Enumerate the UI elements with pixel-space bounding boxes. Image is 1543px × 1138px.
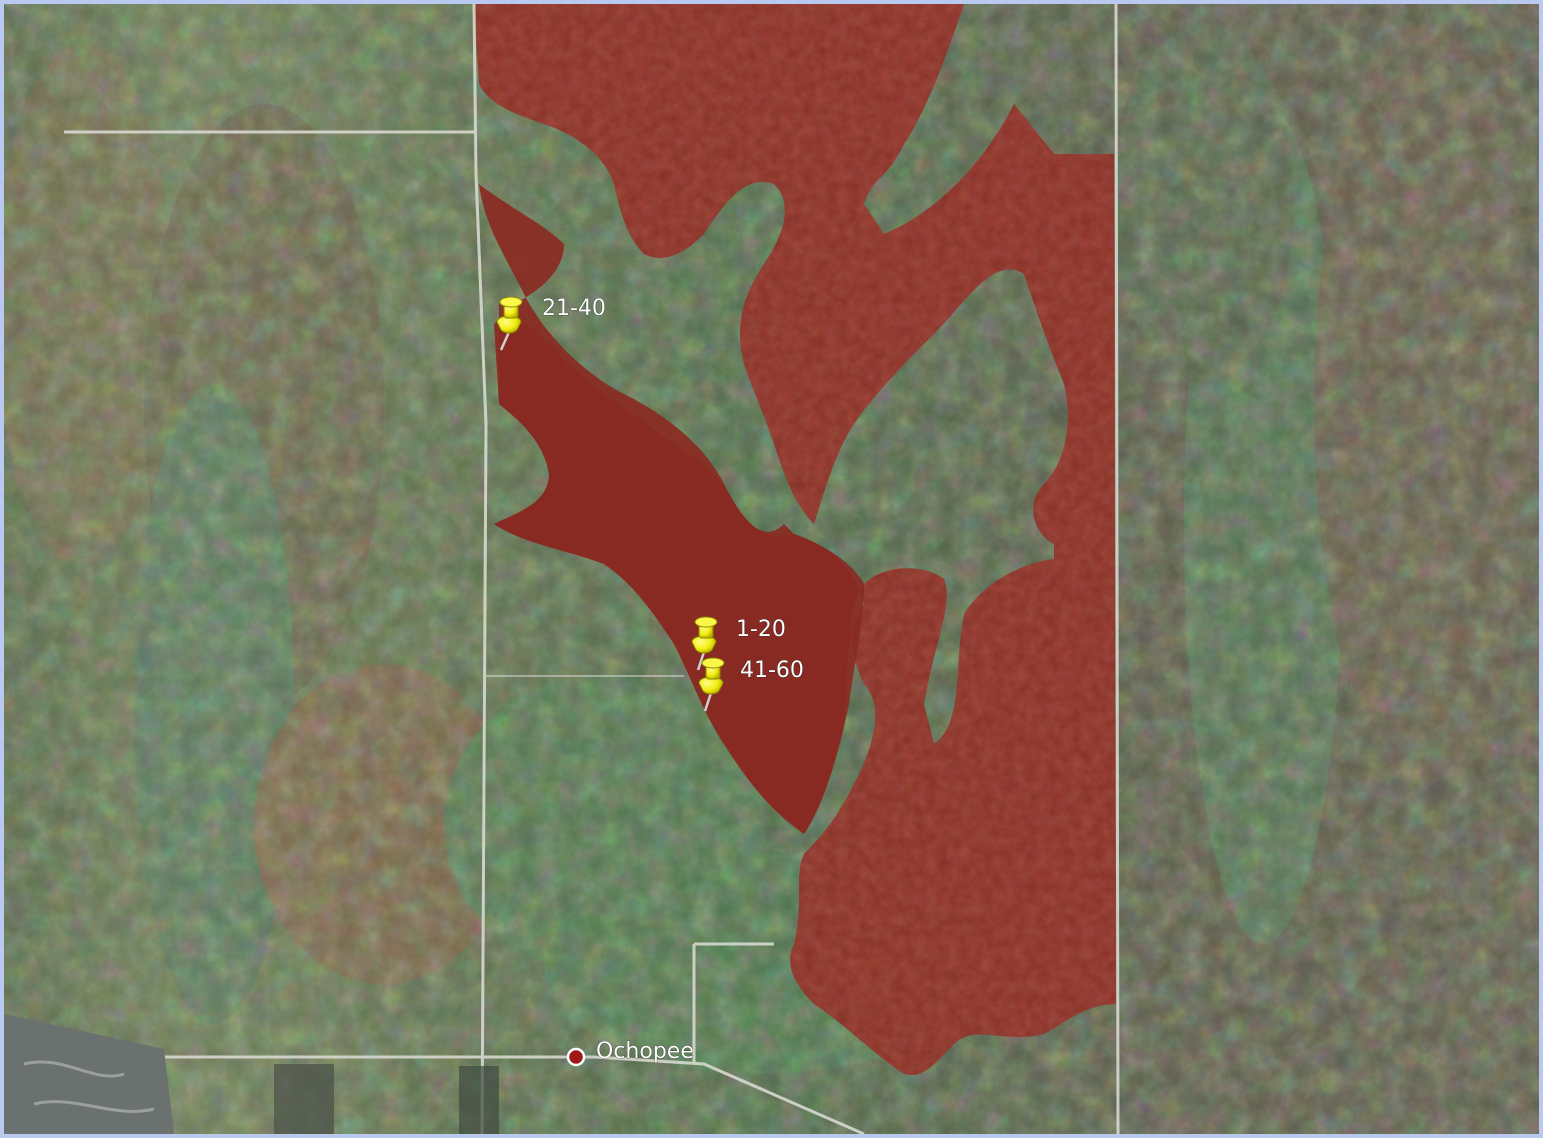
pushpin-needle-icon — [703, 692, 713, 712]
urban-patch — [4, 1014, 499, 1134]
pushpin-icon — [691, 616, 718, 654]
pin-41-60[interactable]: 41-60 — [698, 657, 804, 712]
pin-label: 41-60 — [740, 658, 804, 683]
burn-area — [474, 4, 1116, 1075]
pushpin-icon — [698, 657, 725, 695]
satellite-map[interactable]: 21-40 1-20 41-60 Ochopee — [4, 4, 1539, 1134]
roads — [64, 4, 1120, 1134]
road-vertical-west — [472, 4, 488, 1134]
pin-1-20[interactable]: 1-20 — [691, 616, 786, 671]
pushpin-needle-icon — [499, 331, 511, 351]
place-marker-icon — [566, 1047, 586, 1067]
pushpin-icon — [496, 296, 523, 334]
pushpin-needle-icon — [696, 651, 706, 671]
place-ochopee[interactable]: Ochopee — [566, 1039, 694, 1067]
road-vertical-east — [1114, 4, 1120, 1134]
pin-label: 21-40 — [542, 296, 606, 321]
place-label: Ochopee — [596, 1039, 694, 1064]
road-horizontal-south — [164, 1055, 865, 1134]
pin-label: 1-20 — [736, 617, 786, 642]
pin-21-40[interactable]: 21-40 — [496, 296, 606, 351]
